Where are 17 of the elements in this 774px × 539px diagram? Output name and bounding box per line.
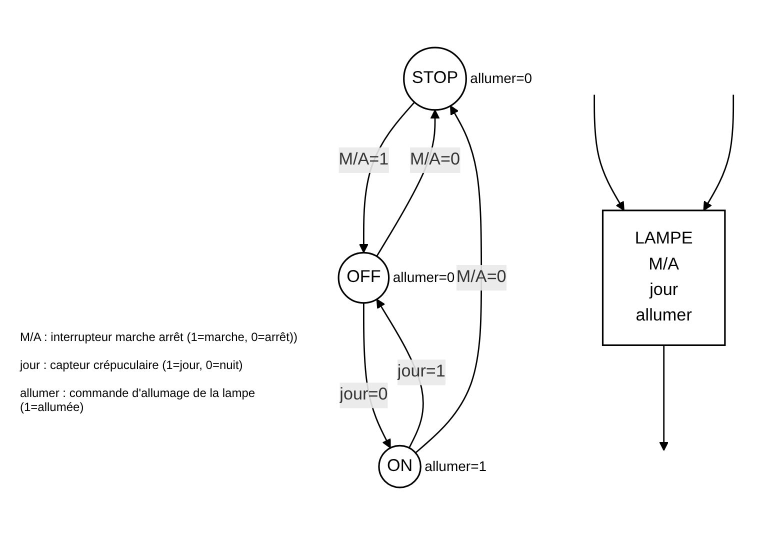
note-text: allumer : commande d'allumage de la lampe (1=allumée) xyxy=(20,386,256,414)
arrow xyxy=(703,94,734,211)
node-circle xyxy=(403,46,467,111)
edge-label: M/A=1 xyxy=(338,150,389,169)
edge-label: M/A=0 xyxy=(456,268,506,286)
output-value-text: allumer=0 xyxy=(470,70,532,86)
arrow xyxy=(594,94,624,211)
arrow xyxy=(415,105,482,454)
edge-label: M/A=0 xyxy=(410,150,460,169)
note-text: jour : capteur crépuculaire (1=jour, 0=nuit) xyxy=(20,358,244,372)
node-box xyxy=(602,210,726,346)
output-value-text: allumer=1 xyxy=(424,458,487,474)
output-value-text: allumer=0 xyxy=(392,268,455,285)
arrow xyxy=(659,345,669,451)
node-circle xyxy=(338,252,390,304)
note-text: M/A : interrupteur marche arrêt (1=marche, 0=arrêt)) xyxy=(20,330,298,344)
node-circle xyxy=(378,444,422,488)
